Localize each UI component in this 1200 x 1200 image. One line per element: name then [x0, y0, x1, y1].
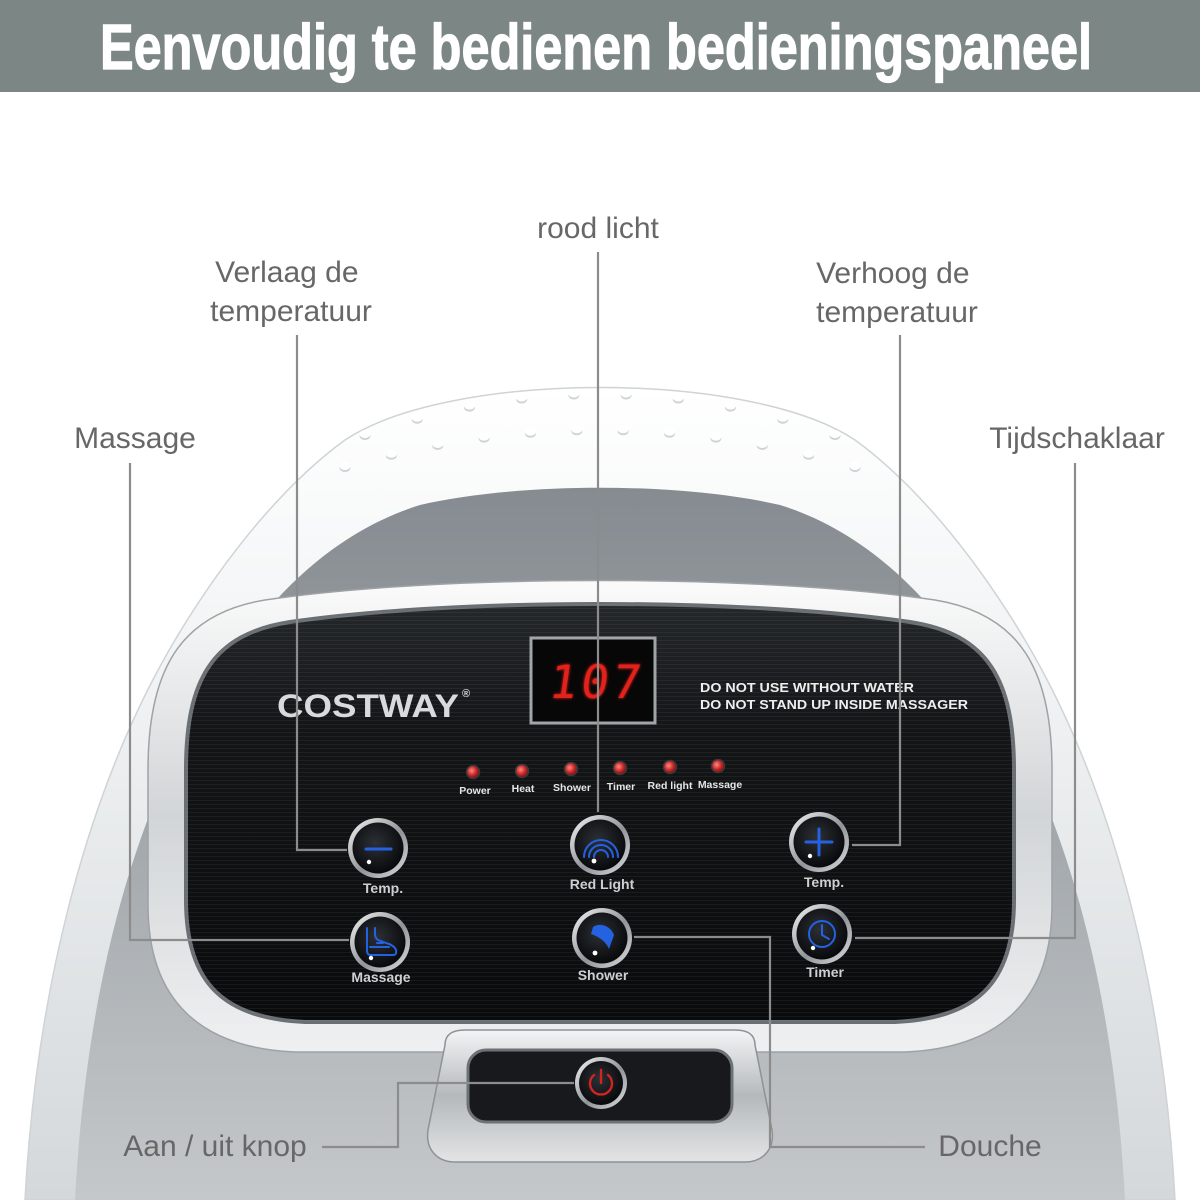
button-glint [810, 945, 816, 951]
callout-label-timer: Tijdschaklaar [989, 422, 1165, 455]
massage-button[interactable] [350, 912, 410, 972]
indicator-row: Power Heat Shower Timer Red light Massag… [459, 758, 743, 797]
temp-up-label: Temp. [804, 874, 844, 890]
callout-label-decrease-temp: Verlaag de temperatuur [210, 256, 372, 328]
plus-icon [804, 827, 834, 857]
callout-line-shower [634, 935, 925, 1149]
callout-line-timer [855, 463, 1077, 940]
rim-dot [463, 401, 475, 410]
temp-up-button[interactable] [789, 812, 849, 872]
shower-icon [591, 924, 614, 949]
warning-text-stand: DO NOT STAND UP INSIDE MASSAGER [700, 697, 969, 712]
rim-dot [725, 401, 737, 410]
button-glint [591, 858, 597, 864]
callout-label-massage: Massage [74, 422, 196, 455]
rim-dot [829, 430, 841, 438]
clock-hands-icon [821, 924, 830, 940]
rim-dot [568, 389, 580, 398]
temperature-display: 107 [529, 636, 657, 725]
power-icon [588, 1068, 614, 1096]
indicator-label-red-light: Red light [648, 780, 693, 792]
rim-dot [620, 389, 632, 398]
clock-icon [808, 920, 836, 948]
red-light-label: Red Light [570, 876, 635, 892]
callout-line-power [322, 1081, 574, 1149]
timer-label: Timer [806, 964, 844, 980]
indicator-led-red-light [662, 759, 678, 775]
warning-text-water: DO NOT USE WITHOUT WATER [700, 680, 915, 695]
rim-dot [617, 425, 629, 434]
red-light-button[interactable] [570, 815, 630, 875]
callout-label-power: Aan / uit knop [123, 1130, 306, 1163]
callout-label-red-light: rood licht [537, 212, 659, 245]
indicator-led-power [465, 764, 481, 780]
indicator-led-shower [563, 761, 579, 777]
rim-dot [432, 439, 444, 448]
shower-label: Shower [578, 967, 629, 983]
rim-dot [478, 432, 490, 441]
rim-dot [756, 439, 768, 448]
indicator-label-timer: Timer [607, 781, 635, 793]
rim-dot [516, 393, 528, 402]
rim-dot [672, 393, 684, 402]
button-glint [366, 859, 372, 865]
indicator-label-heat: Heat [512, 783, 535, 795]
brand-registered-mark: ® [462, 688, 470, 700]
foot-spa-device: 107 COSTWAY ® DO NOT USE WITHOUT WATER D… [24, 386, 1176, 1200]
rim-dot [710, 432, 722, 441]
callout-label-decrease-temp-line1: Verlaag de [215, 256, 358, 289]
callout-lines [128, 252, 1077, 1149]
foot-icon [366, 927, 398, 956]
header-background [0, 0, 1200, 92]
indicator-label-power: Power [459, 785, 491, 797]
callout-line-increase-temp [852, 335, 902, 847]
rim-dot [524, 427, 536, 436]
rim-dot [571, 425, 583, 434]
rim-dot [385, 449, 397, 458]
timer-button[interactable] [792, 904, 852, 964]
power-button[interactable] [575, 1057, 627, 1109]
rim-dots [339, 389, 861, 472]
callout-line-decrease-temp [295, 335, 347, 852]
callout-label-increase-temp: Verhoog de temperatuur [816, 257, 978, 329]
temp-down-label: Temp. [363, 880, 403, 896]
indicator-label-massage: Massage [698, 779, 743, 791]
rim-dot [359, 430, 371, 438]
brand-logo: COSTWAY [277, 688, 459, 724]
display-frame [529, 636, 657, 725]
callout-label-increase-temp-line2: temperatuur [816, 296, 978, 329]
indicator-led-heat [514, 763, 530, 779]
button-glint [592, 950, 598, 956]
rim-dot [803, 449, 815, 458]
rim-dot [849, 462, 861, 470]
callout-label-increase-temp-line1: Verhoog de [816, 257, 969, 290]
massage-label: Massage [351, 969, 410, 985]
button-glint [368, 955, 374, 961]
button-glint [807, 853, 813, 859]
callout-label-decrease-temp-line2: temperatuur [210, 295, 372, 328]
rim-dot [664, 427, 676, 436]
shower-button[interactable] [572, 908, 632, 968]
callout-line-massage [128, 463, 349, 942]
rim-dot [777, 413, 789, 422]
callout-labels: rood licht Verlaag de temperatuur Verhoo… [74, 212, 1165, 1163]
temp-down-button[interactable] [348, 818, 408, 878]
header-bar: Eenvoudig te bedienen bedieningspaneel [0, 0, 1200, 92]
indicator-led-massage [710, 758, 726, 774]
indicator-led-timer [612, 760, 628, 776]
page-title: Eenvoudig te bedienen bedieningspaneel [100, 11, 1092, 83]
callout-label-shower: Douche [938, 1130, 1041, 1163]
indicator-label-shower: Shower [553, 782, 591, 794]
rim-dot [411, 413, 423, 422]
red-light-icon [583, 839, 619, 858]
rim-dot [339, 462, 351, 470]
